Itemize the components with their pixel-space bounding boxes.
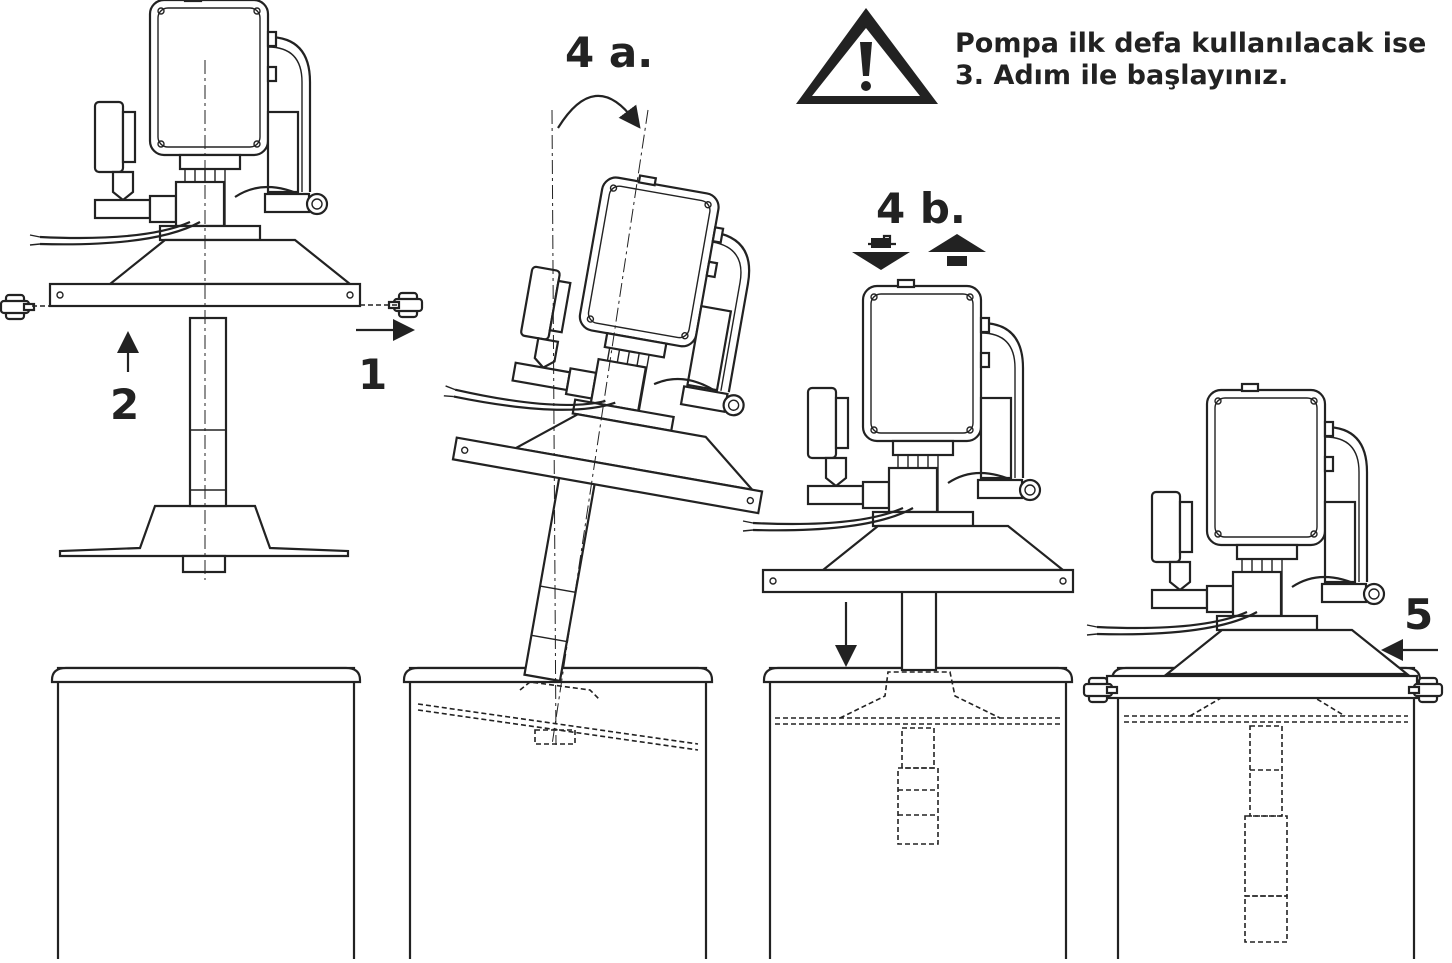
panel-2-tilt-insert <box>402 94 804 963</box>
step-2-label: 2 <box>110 380 140 429</box>
warning-line-1: Pompa ilk defa kullanılacak ise <box>955 28 1427 59</box>
warning-text: Pompa ilk defa kullanılacak ise 3. Adım … <box>955 28 1426 92</box>
panel-3-lower-pump <box>741 234 1075 963</box>
panel-4-fasten <box>1082 382 1444 963</box>
step-5-label: 5 <box>1404 590 1434 639</box>
raise-icon <box>928 234 986 266</box>
warning-line-2: 3. Adım ile başlayınız. <box>955 60 1289 91</box>
warning-triangle-icon <box>796 8 938 104</box>
step-1-label: 1 <box>358 350 388 399</box>
panel-1-pump-removed <box>0 0 424 963</box>
step-4a-label: 4 a. <box>565 28 654 77</box>
lower-icon <box>852 234 910 270</box>
step-4b-label: 4 b. <box>876 184 966 233</box>
